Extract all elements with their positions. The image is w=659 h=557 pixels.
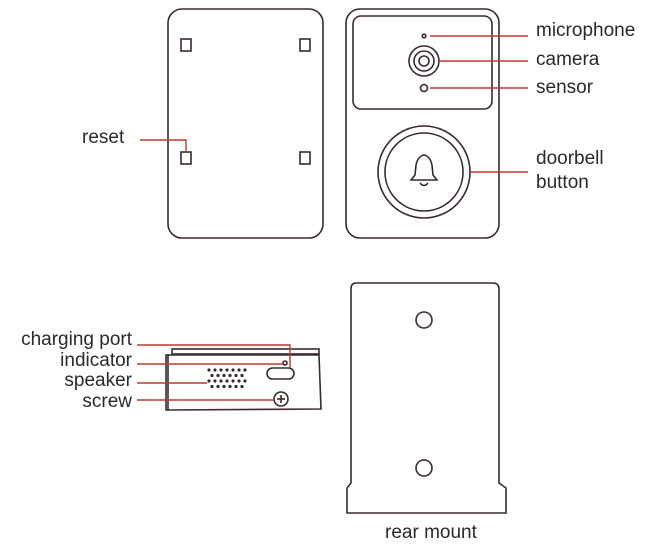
mount-screw-hole	[415, 311, 433, 329]
bell-clapper	[419, 182, 429, 187]
speaker-hole	[228, 384, 232, 389]
mount-screw-hole	[415, 459, 433, 477]
doorbell-button-label-line1: doorbell	[536, 148, 604, 169]
reset-label: reset	[82, 127, 125, 148]
speaker-hole	[231, 368, 235, 372]
doorbell-button-outer	[377, 125, 471, 219]
back-panel-pad	[299, 151, 311, 165]
speaker-hole	[234, 384, 238, 389]
sensor-label: sensor	[536, 77, 594, 98]
doorbell-side-view	[165, 348, 322, 411]
camera-label: camera	[536, 49, 600, 70]
microphone-label: microphone	[536, 20, 636, 41]
bell-icon	[409, 154, 439, 181]
screw-label: screw	[82, 391, 132, 412]
speaker-hole	[213, 368, 217, 372]
doorbell-button-label-line2: button	[536, 172, 589, 193]
screw-head	[273, 391, 289, 407]
back-panel	[167, 8, 324, 239]
speaker-hole	[216, 384, 220, 389]
speaker-hole	[207, 379, 211, 383]
doorbell-button-label: doorbell button	[536, 147, 604, 195]
speaker-hole	[231, 379, 235, 383]
speaker-hole	[243, 379, 247, 383]
speaker-hole	[243, 368, 247, 372]
camera-lens-outer	[408, 45, 440, 77]
charging-port-leader	[137, 344, 291, 368]
speaker-hole	[222, 373, 226, 378]
speaker-hole	[219, 379, 223, 383]
speaker-grille	[207, 368, 247, 389]
speaker-hole	[210, 373, 214, 378]
back-panel-pad	[299, 38, 311, 52]
speaker-hole	[225, 368, 229, 372]
indicator-light	[282, 360, 288, 366]
speaker-hole	[237, 368, 241, 372]
speaker-hole	[225, 379, 229, 383]
doorbell-front	[345, 8, 500, 239]
charging-port-label: charging port	[21, 329, 132, 350]
rear-mount-label: rear mount	[385, 522, 477, 543]
sensor-dot	[419, 83, 429, 93]
indicator-label: indicator	[60, 350, 132, 371]
speaker-hole	[219, 368, 223, 372]
speaker-hole	[234, 373, 238, 378]
speaker-hole	[213, 379, 217, 383]
speaker-hole	[210, 384, 214, 389]
camera-lens-inner	[418, 55, 430, 67]
speaker-hole	[240, 384, 244, 389]
rear-mount	[346, 282, 507, 514]
speaker-hole	[216, 373, 220, 378]
back-panel-pad	[180, 38, 192, 52]
charging-port	[266, 367, 295, 380]
speaker-hole	[222, 384, 226, 389]
camera-window	[352, 15, 493, 110]
doorbell-button-inner	[384, 132, 464, 212]
speaker-hole	[237, 379, 241, 383]
reset-leader	[140, 139, 187, 152]
speaker-hole	[207, 368, 211, 372]
microphone-hole	[421, 33, 427, 39]
camera-lens-mid	[413, 50, 435, 72]
speaker-label: speaker	[64, 370, 132, 391]
speaker-hole	[228, 373, 232, 378]
speaker-hole	[240, 373, 244, 378]
reset-pad	[180, 151, 192, 165]
